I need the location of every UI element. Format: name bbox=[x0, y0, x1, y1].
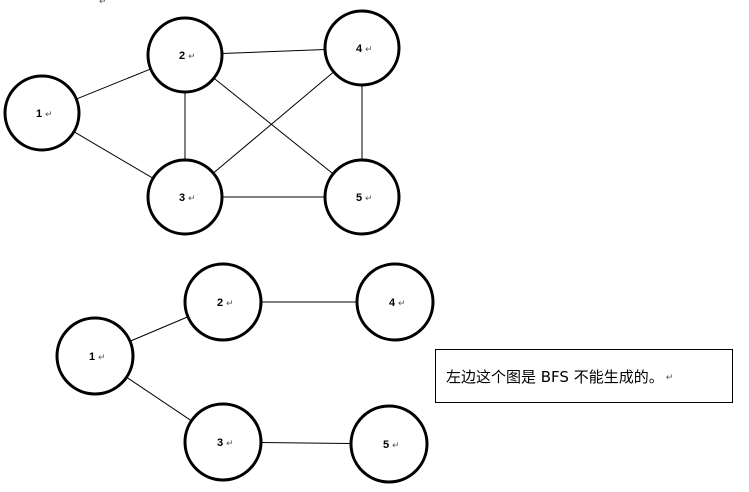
tree-edge-3-5 bbox=[260, 441, 352, 445]
full-paragraph-mark-2: ↵ bbox=[188, 52, 196, 62]
bfs-tree-graph: 1↵2↵3↵4↵5↵ bbox=[55, 262, 435, 484]
tree-node-5 bbox=[349, 404, 429, 484]
full-edge-2-4 bbox=[221, 48, 326, 55]
full-edge-3-4 bbox=[212, 71, 335, 174]
paragraph-mark: ↵ bbox=[99, 0, 107, 7]
tree-node-label-2: 2 bbox=[217, 297, 223, 309]
tree-paragraph-mark-1: ↵ bbox=[98, 353, 106, 363]
full-paragraph-mark-1: ↵ bbox=[45, 110, 53, 120]
tree-node-label-5: 5 bbox=[383, 439, 389, 451]
full-paragraph-mark-4: ↵ bbox=[365, 45, 373, 55]
full-node-label-2: 2 bbox=[179, 50, 185, 62]
full-graph: 1↵2↵3↵4↵5↵ bbox=[3, 9, 401, 236]
full-edge-2-5 bbox=[213, 77, 334, 175]
full-paragraph-mark-3: ↵ bbox=[188, 194, 196, 204]
note-text: 左边这个图是 BFS 不能生成的。 bbox=[446, 367, 664, 386]
tree-node-label-4: 4 bbox=[389, 297, 396, 309]
tree-paragraph-mark-4: ↵ bbox=[398, 299, 406, 309]
tree-node-2 bbox=[183, 262, 263, 342]
paragraph-mark: ↵ bbox=[665, 373, 674, 383]
tree-paragraph-mark-5: ↵ bbox=[392, 441, 400, 451]
tree-node-3 bbox=[183, 402, 263, 482]
full-edge-1-2 bbox=[76, 68, 151, 100]
full-node-1 bbox=[3, 74, 81, 152]
tree-node-label-3: 3 bbox=[217, 437, 223, 449]
tree-paragraph-mark-3: ↵ bbox=[226, 439, 234, 449]
note-box: 左边这个图是 BFS 不能生成的。↵ bbox=[435, 349, 733, 403]
full-paragraph-mark-5: ↵ bbox=[365, 194, 373, 204]
full-node-4 bbox=[323, 9, 401, 87]
full-node-3 bbox=[146, 158, 224, 236]
full-node-label-3: 3 bbox=[179, 192, 185, 204]
full-edge-1-3 bbox=[73, 131, 154, 179]
tree-edge-1-2 bbox=[129, 316, 189, 342]
full-node-label-5: 5 bbox=[356, 192, 362, 204]
tree-node-1 bbox=[55, 316, 135, 396]
full-node-label-4: 4 bbox=[356, 43, 363, 55]
full-node-5 bbox=[323, 158, 401, 236]
tree-node-label-1: 1 bbox=[89, 351, 95, 363]
full-node-2 bbox=[146, 16, 224, 94]
tree-paragraph-mark-2: ↵ bbox=[226, 299, 234, 309]
tree-node-4 bbox=[355, 262, 435, 342]
full-node-label-1: 1 bbox=[36, 108, 42, 120]
tree-edge-1-3 bbox=[126, 376, 192, 422]
